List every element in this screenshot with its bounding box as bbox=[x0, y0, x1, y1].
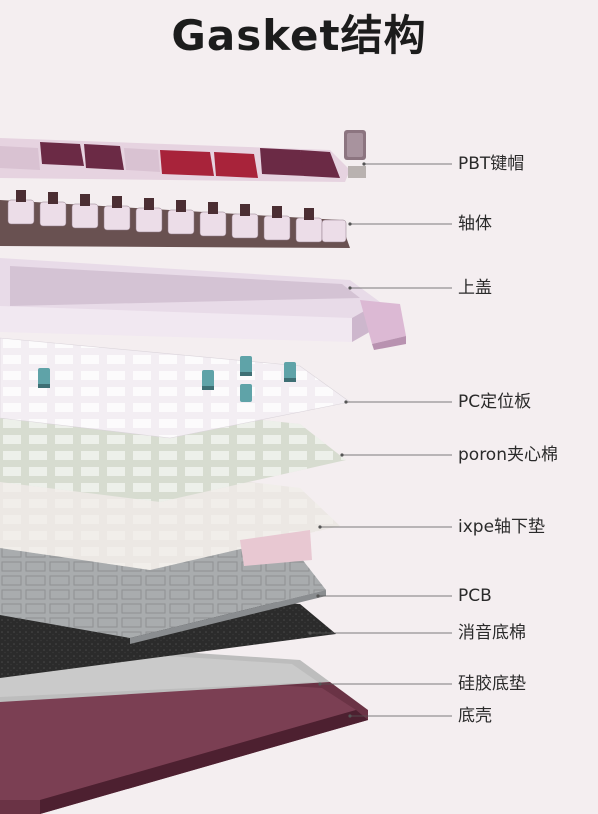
keycaps-layer bbox=[0, 130, 366, 182]
label-pcb: PCB bbox=[458, 586, 492, 606]
label-switches: 轴体 bbox=[458, 214, 492, 234]
label-poron-foam: poron夹心棉 bbox=[458, 445, 558, 465]
pc-plate-layer bbox=[0, 337, 351, 439]
top-case-layer bbox=[0, 258, 406, 350]
label-keycaps: PBT键帽 bbox=[458, 154, 525, 174]
label-ixpe-pad: ixpe轴下垫 bbox=[458, 517, 546, 537]
leader-lines bbox=[310, 163, 452, 717]
label-pc-plate: PC定位板 bbox=[458, 392, 532, 412]
label-bottom-case: 底壳 bbox=[458, 706, 492, 726]
page-title: Gasket结构 bbox=[171, 11, 427, 60]
label-sound-foam: 消音底棉 bbox=[458, 623, 526, 643]
label-silicone-pad: 硅胶底垫 bbox=[458, 674, 526, 694]
switches-layer bbox=[0, 190, 350, 248]
bottom-case-layer bbox=[0, 660, 368, 814]
label-top-case: 上盖 bbox=[458, 278, 492, 298]
